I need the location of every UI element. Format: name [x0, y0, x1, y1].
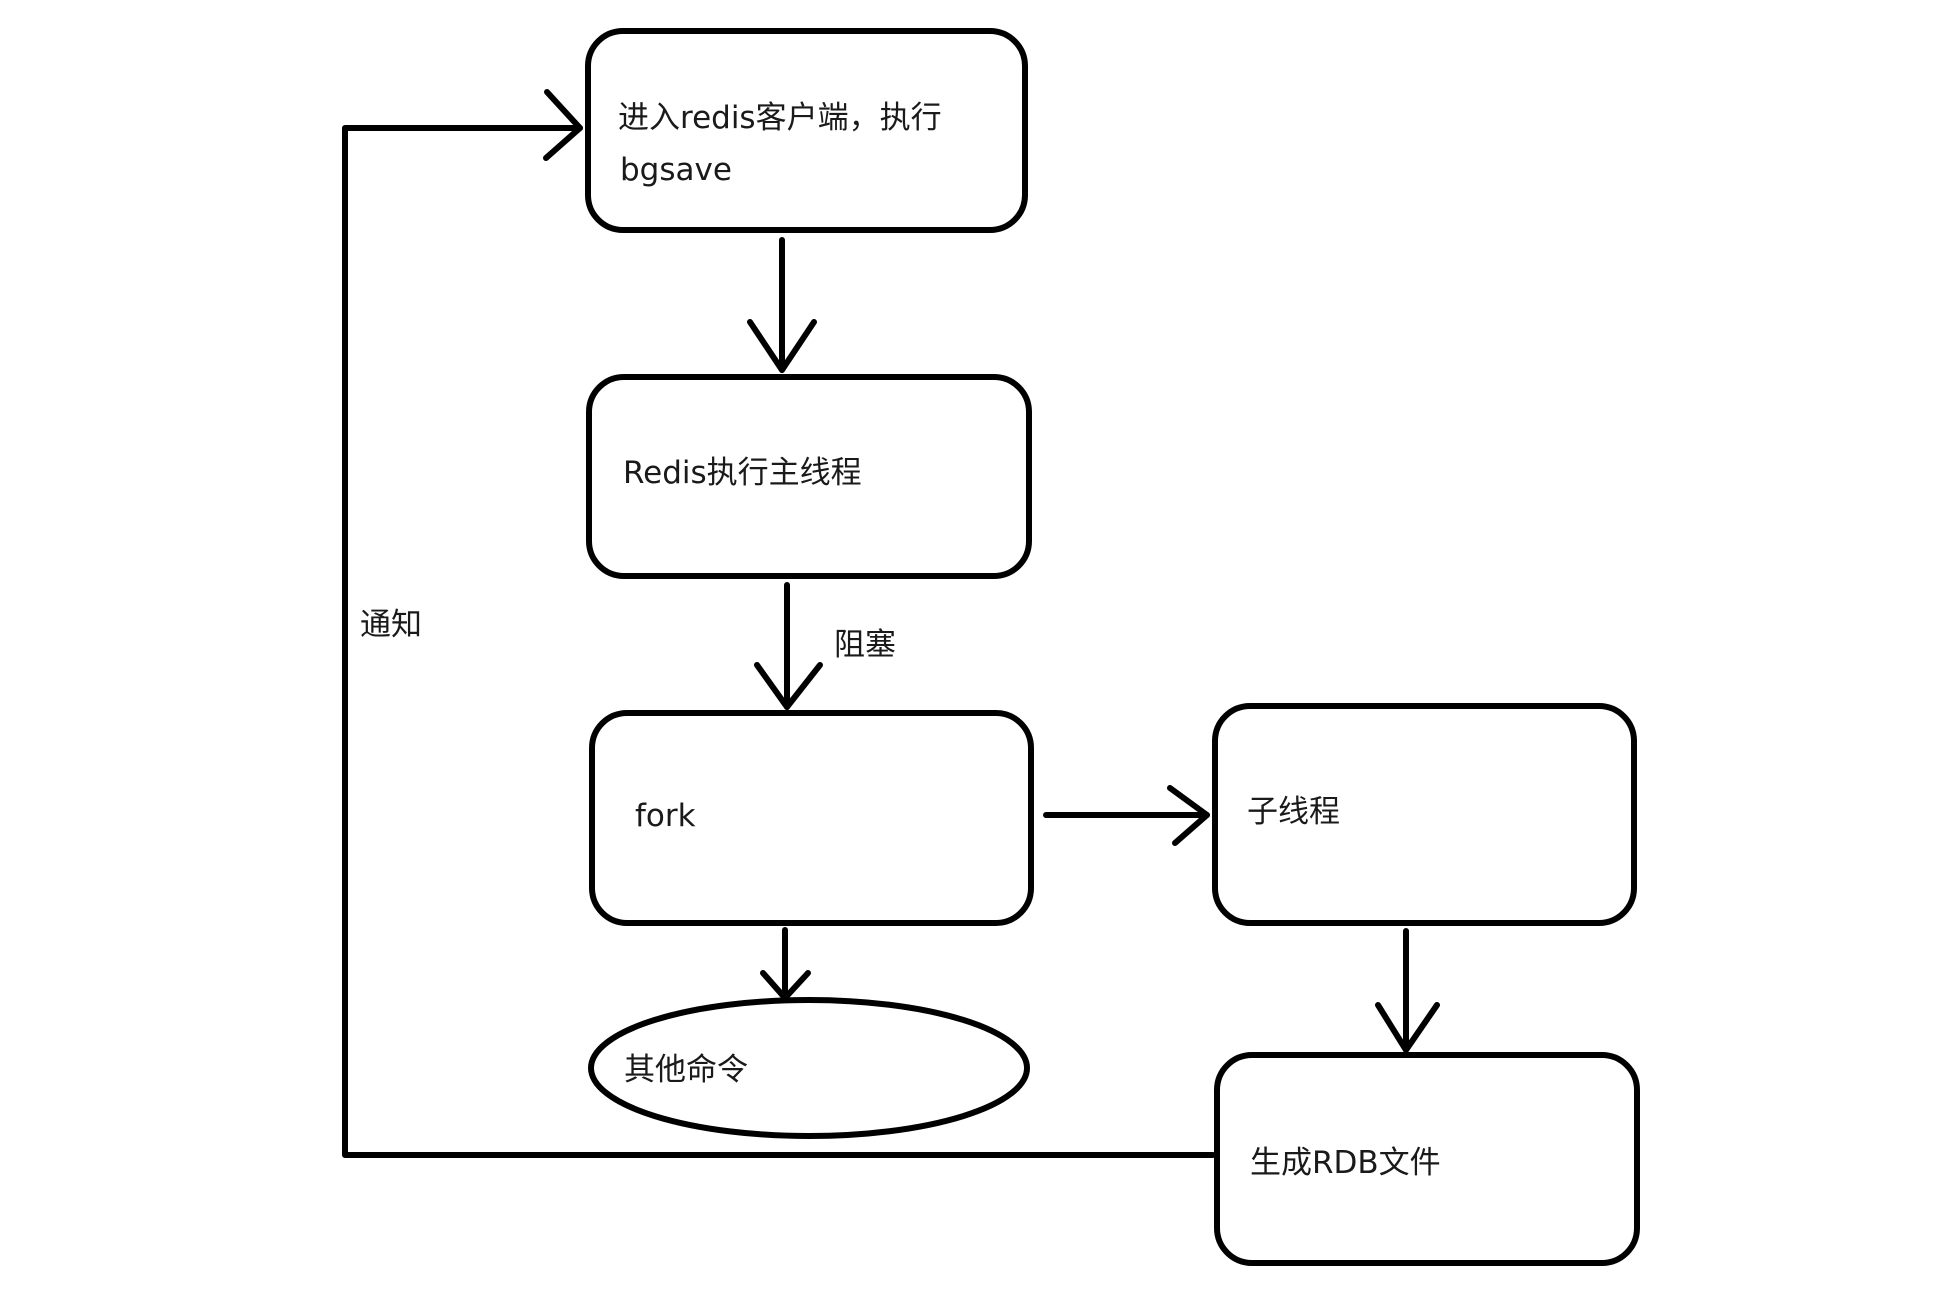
- edge-notify-label: 通知: [360, 607, 422, 643]
- edge-fork-to-other-arrowhead: [760, 970, 811, 1001]
- edge-rdb-notify-client-arrowhead: [543, 89, 583, 161]
- edge-fork-to-child: [1043, 785, 1210, 846]
- edge-child-to-rdb-arrowhead: [1375, 1002, 1440, 1053]
- edge-main-to-fork: 阻塞: [754, 582, 896, 710]
- edge-fork-to-child-arrowhead: [1167, 785, 1210, 846]
- node-child-thread: 子线程: [1212, 703, 1637, 926]
- node-fork-box: [589, 710, 1034, 926]
- node-generate-rdb-box: [1214, 1052, 1640, 1266]
- edge-main-to-fork-arrowhead: [754, 662, 823, 710]
- node-generate-rdb: 生成RDB文件: [1214, 1052, 1640, 1266]
- node-main-thread-label: Redis执行主线程: [623, 455, 862, 491]
- edge-fork-to-other: [760, 927, 811, 1001]
- node-client-bgsave-line-2: bgsave: [620, 152, 732, 188]
- edge-client-to-main: [747, 237, 817, 373]
- edge-child-to-rdb: [1375, 928, 1440, 1053]
- node-other-commands-ellipse: [588, 997, 1030, 1139]
- node-other-commands-label: 其他命令: [624, 1052, 748, 1088]
- node-fork-label: fork: [635, 798, 696, 834]
- node-child-thread-box: [1212, 703, 1637, 926]
- node-main-thread: Redis执行主线程: [586, 374, 1032, 579]
- node-fork: fork: [589, 710, 1034, 926]
- edge-block-label: 阻塞: [834, 627, 896, 663]
- node-client-bgsave-box: [585, 28, 1028, 233]
- node-main-thread-box: [586, 374, 1032, 579]
- edge-rdb-notify-client: 通知: [342, 89, 1216, 1158]
- node-generate-rdb-label: 生成RDB文件: [1250, 1145, 1441, 1181]
- edge-rdb-notify-client-line: [342, 125, 1216, 1158]
- edge-client-to-main-arrowhead: [747, 319, 817, 373]
- node-client-bgsave: 进入redis客户端，执行 bgsave: [585, 28, 1028, 233]
- node-child-thread-label: 子线程: [1247, 794, 1340, 830]
- node-client-bgsave-line-1: 进入redis客户端，执行: [618, 100, 942, 136]
- node-other-commands: 其他命令: [588, 997, 1030, 1139]
